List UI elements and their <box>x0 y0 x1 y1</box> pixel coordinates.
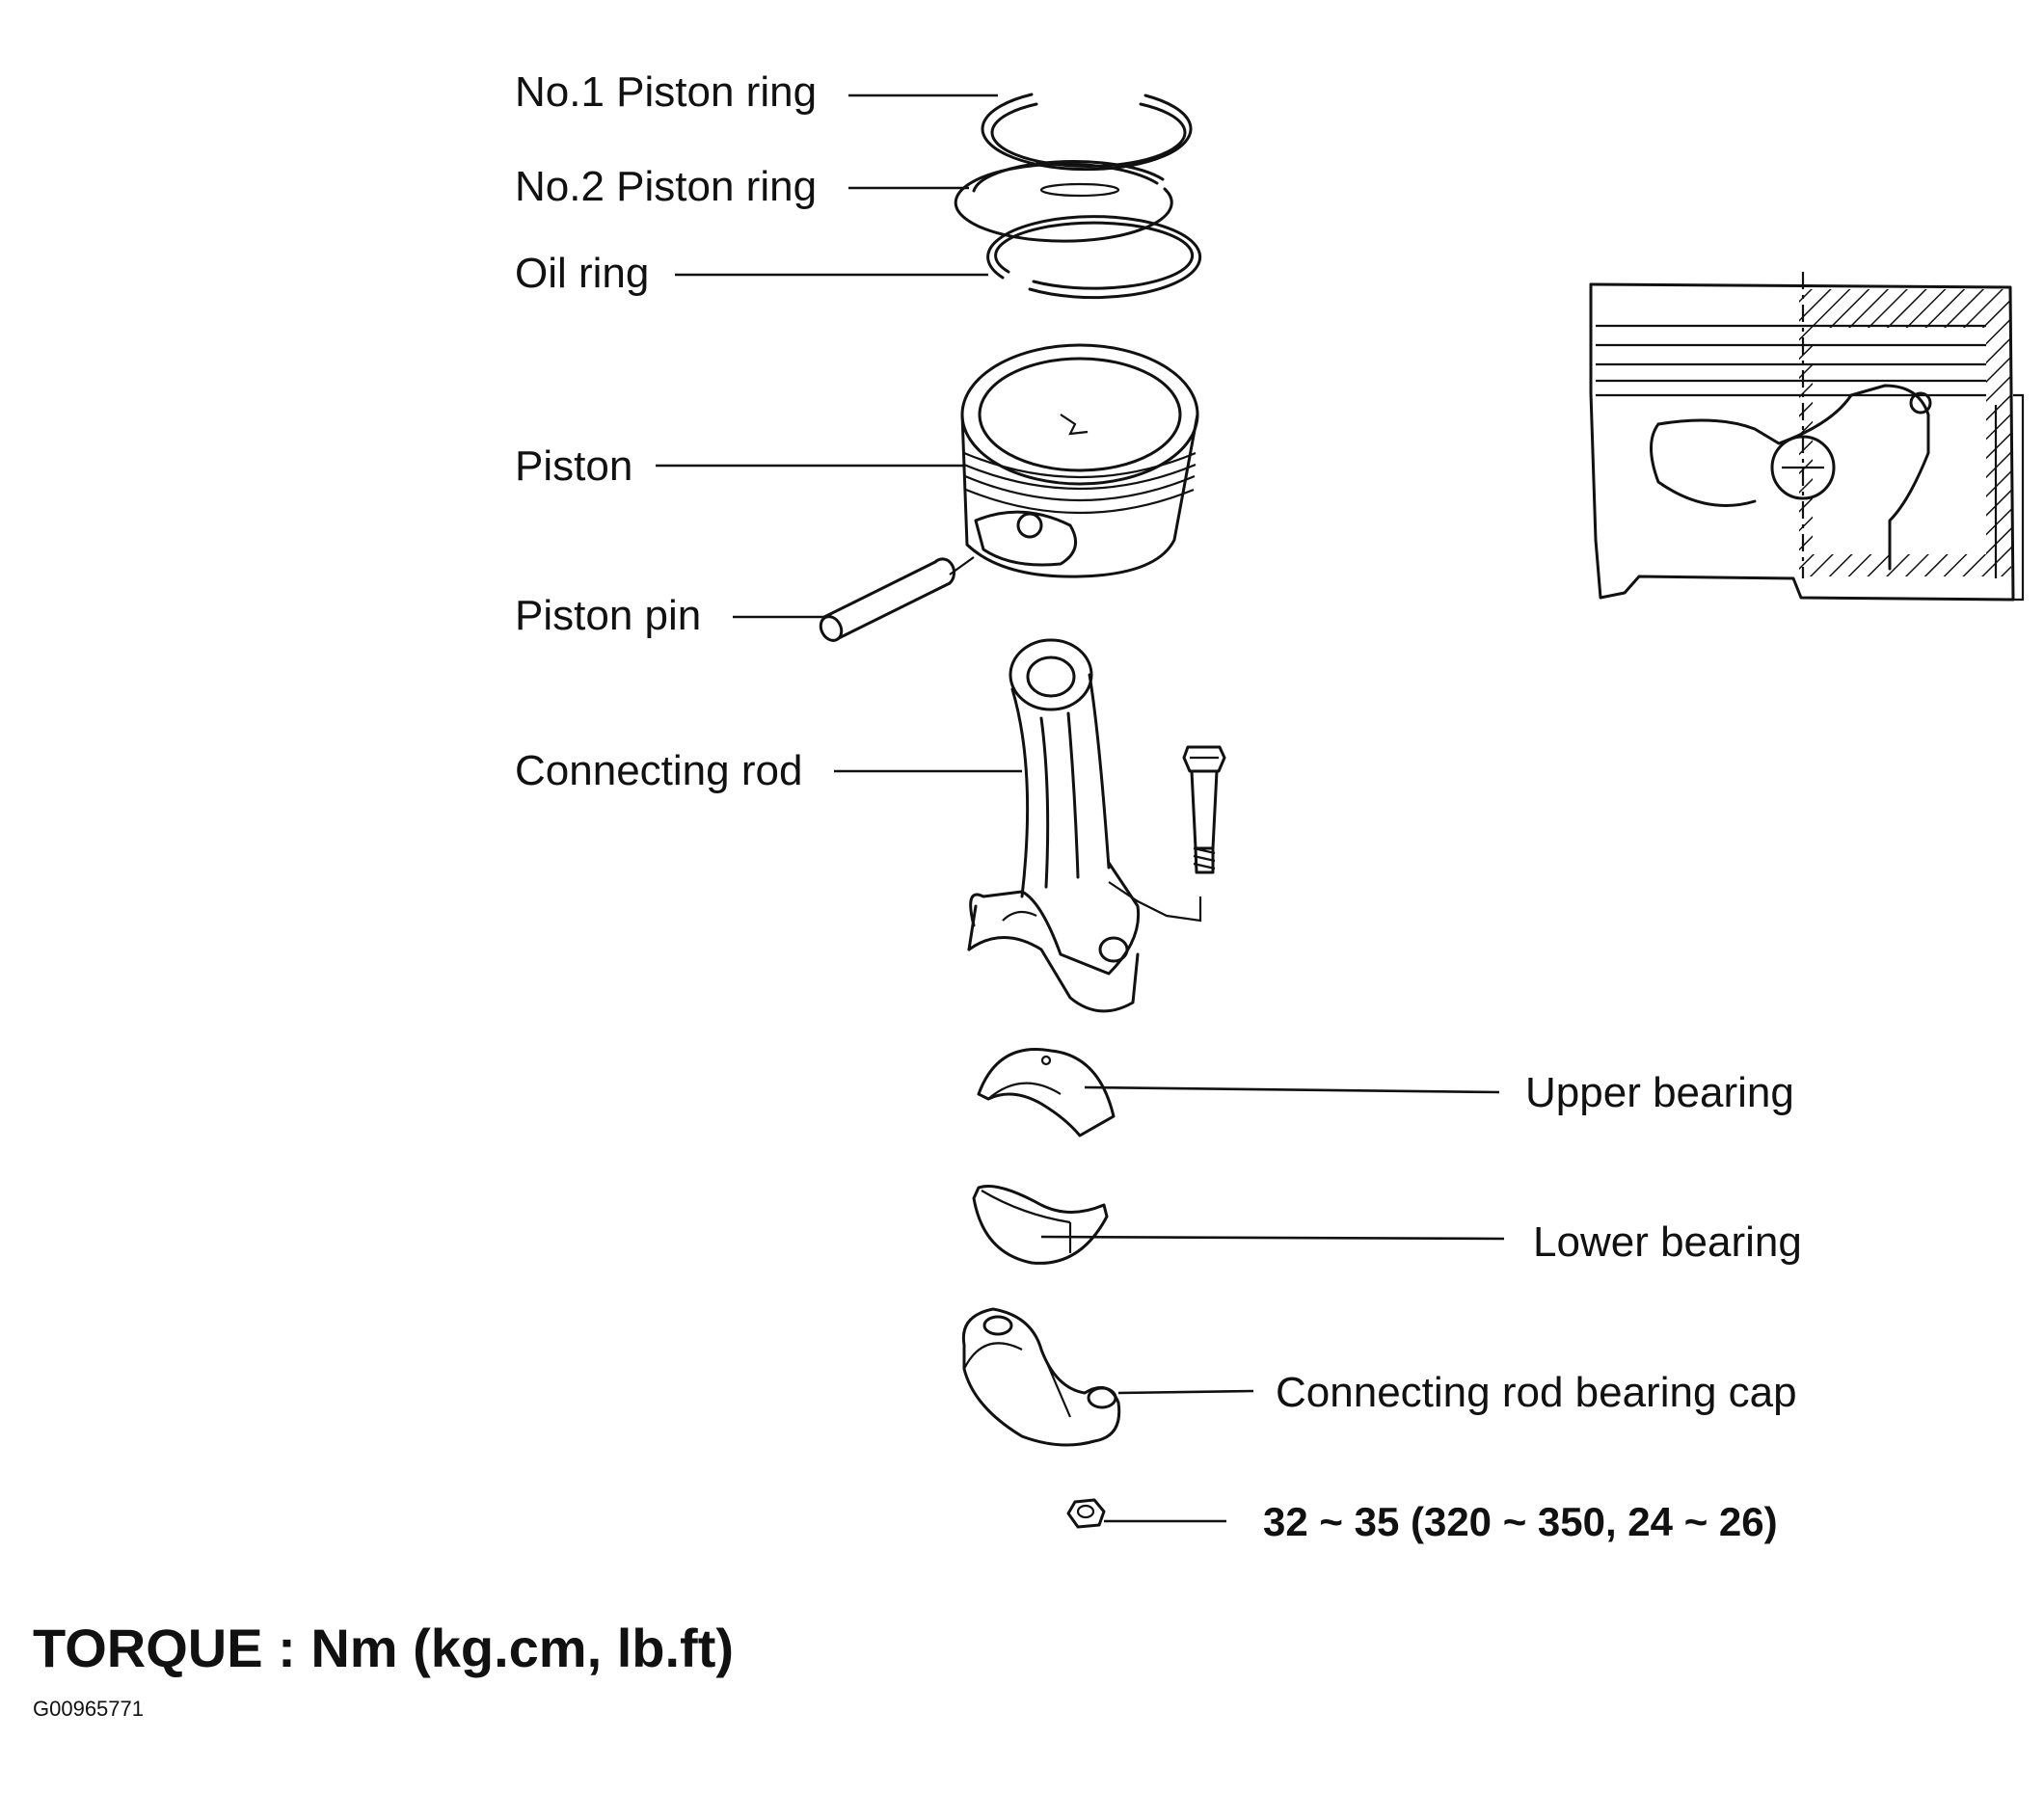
connecting-rod-label: Connecting rod <box>515 747 803 794</box>
piston-cross-section <box>1589 272 2025 602</box>
no1-piston-ring <box>981 93 1193 172</box>
no2-piston-ring <box>954 160 1173 243</box>
piston-pin-label: Piston pin <box>515 592 702 639</box>
lower-bearing-label: Lower bearing <box>1533 1218 1802 1266</box>
no2-piston-ring-label: No.2 Piston ring <box>515 163 818 210</box>
piston-pin-drawing <box>819 556 975 642</box>
torque-units-title: TORQUE : Nm (kg.cm, lb.ft) <box>33 1618 734 1678</box>
connecting-rod-nut <box>1066 1498 1106 1529</box>
figure-id: G00965771 <box>33 1697 144 1721</box>
bearing-cap-drawing <box>961 1307 1121 1447</box>
upper-bearing-label: Upper bearing <box>1525 1069 1794 1116</box>
bearing-cap-label: Connecting rod bearing cap <box>1276 1369 1797 1416</box>
piston-label: Piston <box>515 442 633 490</box>
lower-bearing-drawing <box>972 1184 1109 1265</box>
connecting-rod-bolt <box>1108 745 1226 923</box>
piston-drawing <box>960 343 1199 578</box>
upper-bearing-drawing <box>977 1048 1116 1137</box>
leader-lines <box>656 94 1505 1523</box>
oil-ring-label: Oil ring <box>515 250 650 297</box>
oil-ring <box>986 215 1202 300</box>
connecting-rod-drawing <box>967 638 1141 1013</box>
nut-torque-value: 32 ~ 35 (320 ~ 350, 24 ~ 26) <box>1263 1499 1778 1544</box>
no1-piston-ring-label: No.1 Piston ring <box>515 68 818 116</box>
